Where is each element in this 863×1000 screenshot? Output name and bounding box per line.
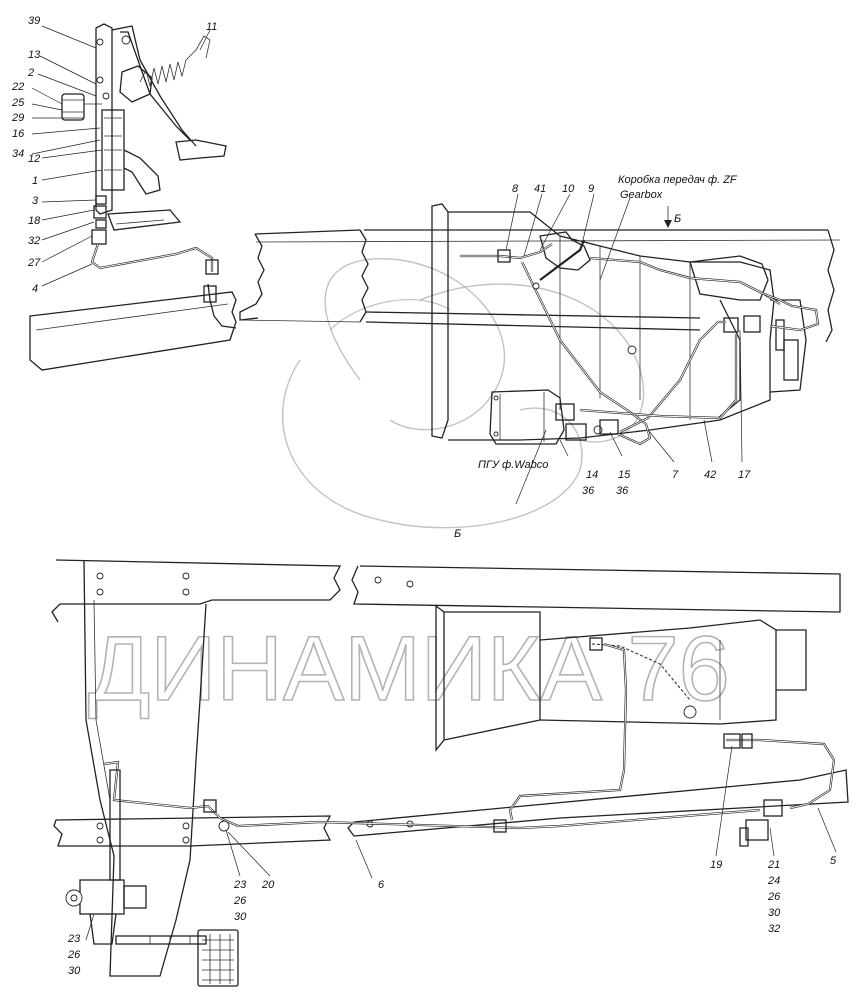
callout-4: 4 xyxy=(32,283,38,295)
leader-lines xyxy=(31,25,837,941)
bottom-left-frame-rail xyxy=(51,559,342,977)
callout-30c: 30 xyxy=(768,907,781,919)
view-label-top: Б xyxy=(674,213,681,225)
callout-17: 17 xyxy=(738,469,751,481)
callout-30b: 30 xyxy=(68,965,81,977)
bottom-pedal xyxy=(65,760,239,987)
callout-23a: 23 xyxy=(233,879,247,891)
callout-10: 10 xyxy=(562,183,575,195)
callout-32b: 32 xyxy=(768,923,780,935)
pedal-arm-bottom xyxy=(115,935,207,945)
callout-7: 7 xyxy=(672,469,679,481)
callout-18: 18 xyxy=(28,215,41,227)
master-cylinder-bottom xyxy=(79,879,125,915)
pedal-assembly xyxy=(61,23,237,329)
watermark: ДИНАМИКА 76 xyxy=(87,258,731,721)
pgu-label: ПГУ ф.Wabco xyxy=(478,459,548,471)
left-frame-rail-top xyxy=(29,291,237,371)
callout-19: 19 xyxy=(710,859,722,871)
callout-25: 25 xyxy=(11,97,25,109)
gearbox-top xyxy=(431,203,820,441)
callout-24: 24 xyxy=(767,875,780,887)
callout-8: 8 xyxy=(512,183,519,195)
callout-12: 12 xyxy=(28,153,40,165)
callout-14: 14 xyxy=(586,469,598,481)
text-labels: Коробка передач ф. ZF Gearbox Б Б ПГУ ф.… xyxy=(454,174,738,540)
callout-36b: 36 xyxy=(616,485,629,497)
callout-15: 15 xyxy=(618,469,631,481)
fitting-4 xyxy=(205,259,219,275)
watermark-text: ДИНАМИКА 76 xyxy=(88,618,730,720)
callout-23b: 23 xyxy=(67,933,81,945)
pedal-bracket xyxy=(95,23,113,215)
callout-5: 5 xyxy=(830,855,837,867)
callout-21: 21 xyxy=(767,859,780,871)
callout-29: 29 xyxy=(11,112,24,124)
pushrod-boot xyxy=(123,149,161,195)
gearbox-bottom xyxy=(435,604,807,752)
callout-34: 34 xyxy=(12,148,24,160)
callout-36a: 36 xyxy=(582,485,595,497)
callout-2: 2 xyxy=(27,67,34,79)
top-frame-rail xyxy=(239,229,841,343)
callout-22: 22 xyxy=(11,81,24,93)
return-spring xyxy=(139,59,187,87)
callout-20: 20 xyxy=(261,879,275,891)
gearbox-label-ru: Коробка передач ф. ZF xyxy=(618,174,738,186)
floor-panel xyxy=(107,209,182,231)
callout-30a: 30 xyxy=(234,911,247,923)
top-pipes xyxy=(460,239,738,446)
callout-41: 41 xyxy=(534,183,546,195)
pedal-pad-bottom xyxy=(197,929,239,987)
callout-39: 39 xyxy=(28,15,40,27)
callout-42: 42 xyxy=(704,469,716,481)
callouts: 39 13 2 22 25 29 16 34 12 1 3 18 32 27 4… xyxy=(11,15,837,977)
callout-13: 13 xyxy=(28,49,41,61)
bell-housing-flange xyxy=(431,203,449,439)
pedal-pad xyxy=(175,139,227,161)
callout-32: 32 xyxy=(28,235,40,247)
callout-3: 3 xyxy=(32,195,39,207)
gearbox-rear xyxy=(769,299,807,393)
pedal-pivot xyxy=(119,65,153,103)
callout-11: 11 xyxy=(206,21,217,33)
view-arrow xyxy=(664,206,672,228)
callout-16: 16 xyxy=(12,128,25,140)
fluid-reservoir xyxy=(61,93,85,121)
callout-26c: 26 xyxy=(767,891,781,903)
callout-6: 6 xyxy=(378,879,385,891)
callout-26a: 26 xyxy=(233,895,247,907)
view-label-mid: Б xyxy=(454,528,461,540)
callout-27: 27 xyxy=(27,257,41,269)
callout-26b: 26 xyxy=(67,949,81,961)
pgu-wabco-unit xyxy=(489,389,619,445)
callout-9: 9 xyxy=(588,183,594,195)
callout-1: 1 xyxy=(32,175,38,187)
pedal-lever xyxy=(111,25,197,147)
gearbox-label-en: Gearbox xyxy=(620,189,663,201)
